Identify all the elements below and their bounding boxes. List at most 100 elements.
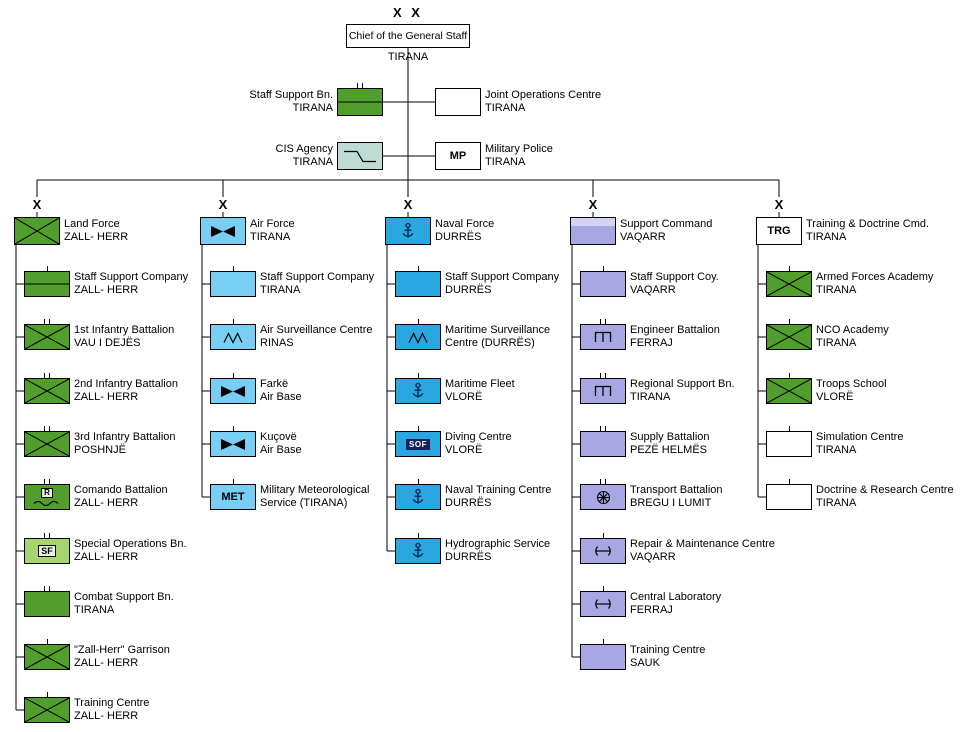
unit-box [766,431,812,457]
unit-box [570,217,616,245]
echelon-tick [232,319,234,324]
echelon-tick [605,319,606,324]
unit-code-label: MET [221,491,245,503]
unit-name: Diving Centre [445,431,512,443]
unit-name: Comando Battalion [74,484,168,496]
surveillance-icon [223,331,243,344]
root-title: Chief of the General Staff [348,30,468,42]
unit-box [210,324,256,350]
echelon-label: X [215,197,231,212]
echelon-tick [788,426,790,431]
unit-label: Combat Support Bn.TIRANA [74,591,249,617]
engineer-bridge-icon [594,331,612,342]
anchor-icon [412,542,424,558]
unit-location: SAUK [630,657,660,669]
unit-name: Central Laboratory [630,591,722,603]
unit-location: Air Base [260,444,302,456]
unit-name: Military Meteorological [260,484,370,496]
echelon-tick [44,426,45,431]
unit-box [580,431,626,457]
unit-box: SOF [395,431,441,457]
echelon-tick [49,586,50,591]
unit-name: Supply Battalion [630,431,710,443]
unit-location: DURRËS [445,497,492,509]
unit-location: ZALL- HERR [64,231,129,243]
echelon-tick [44,479,45,484]
unit-location: TIRANA [485,156,526,168]
unit-location: VLORË [816,391,854,403]
maintenance-icon [595,546,611,556]
unit-code-label: TRG [767,225,791,237]
unit-location: BREGU I LUMIT [630,497,712,509]
unit-name: Hydrographic Service [445,538,551,550]
unit-name: Engineer Battalion [630,324,720,336]
hq-stripe-icon [571,218,615,226]
unit-box [580,644,626,670]
echelon-tick [357,83,358,88]
unit-name: Maritime Surveillance [445,324,551,336]
echelon-tick [602,639,604,644]
infantry-x-icon [25,645,69,669]
echelon-label: X [400,197,416,212]
unit-box: MP [435,142,481,170]
unit-name: Naval Force [435,218,495,230]
unit-box: TRG [756,217,802,245]
commando-wave [33,500,59,506]
anchor-icon [402,222,414,238]
infantry-x-icon [25,379,69,403]
unit-name: Staff Support Coy. [630,271,719,283]
unit-box: MET [210,484,256,510]
unit-location: DURRËS [435,231,482,243]
unit-location: ZALL- HERR [74,657,139,669]
echelon-tick [49,479,50,484]
unit-location: FERRAJ [630,337,673,349]
echelon-tick [417,266,419,271]
unit-location: RINAS [260,337,294,349]
unit-location: ZALL- HERR [74,710,139,722]
supply-bar-icon [338,101,382,103]
unit-name: Air Force [250,218,295,230]
unit-name: Training Centre [74,697,150,709]
echelon-tick [605,479,606,484]
unit-label: Special Operations Bn.ZALL- HERR [74,538,249,564]
unit-label: Staff Support Bn.TIRANA [158,89,333,115]
echelon-tick [44,319,45,324]
unit-name: Naval Training Centre [445,484,552,496]
unit-label: Training & Doctrine Cmd.TIRANA [806,218,960,244]
unit-name: Maritime Fleet [445,378,515,390]
unit-box [14,217,60,245]
echelon-tick [605,426,606,431]
echelon-label: X [29,197,45,212]
echelon-label: X [585,197,601,212]
echelon-tick [44,533,45,538]
unit-location: Centre (DURRËS) [445,337,535,349]
unit-name: CIS Agency [275,143,333,155]
unit-box [24,697,70,723]
unit-name: Staff Support Company [260,271,375,283]
unit-box: SF [24,538,70,564]
unit-location: TIRANA [485,102,526,114]
unit-name: Support Command [620,218,713,230]
unit-location: VAQARR [630,551,676,563]
unit-box [395,538,441,564]
unit-box [395,484,441,510]
echelon-tick [600,479,601,484]
signal-zigzag-icon [344,150,376,163]
unit-location: TIRANA [630,391,671,403]
echelon-tick [788,479,790,484]
unit-location: ZALL- HERR [74,284,139,296]
unit-box [580,378,626,404]
unit-location: VAQARR [620,231,666,243]
unit-location: TIRANA [816,284,857,296]
echelon-tick [46,692,48,697]
unit-name: Farkë [260,378,289,390]
unit-box [580,591,626,617]
